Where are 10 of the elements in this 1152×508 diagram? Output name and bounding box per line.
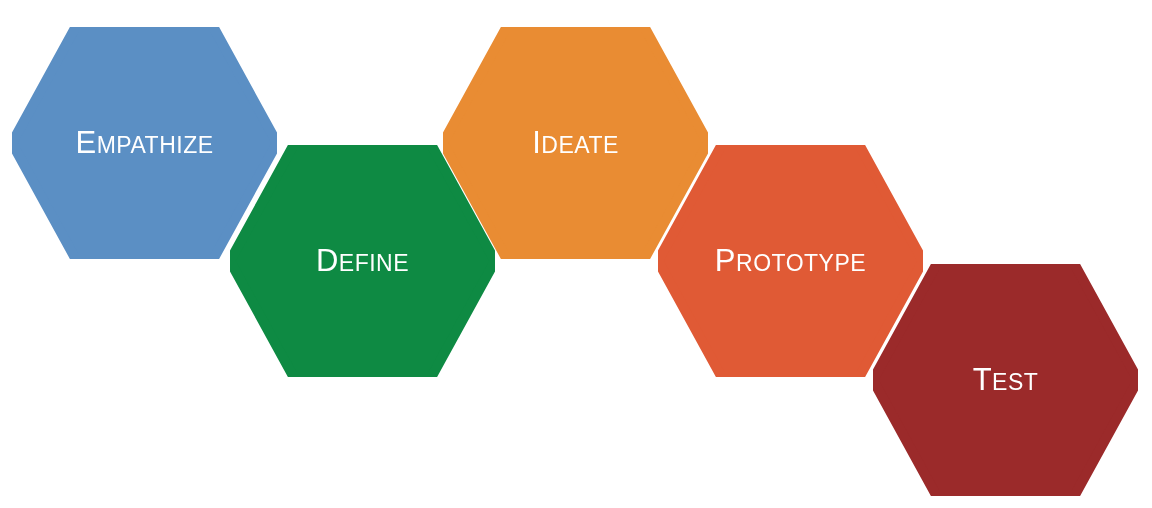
stage-hexagon: [658, 145, 923, 377]
stage-label: TEST: [972, 362, 1039, 398]
stage-label: IDEATE: [532, 125, 619, 161]
stage-hexagon: [230, 145, 495, 377]
stage-hexagon: [873, 264, 1138, 496]
stage-label: PROTOTYPE: [714, 243, 867, 279]
stage-hexagon: [443, 27, 708, 259]
stage-label: EMPATHIZE: [75, 125, 214, 161]
stage-hexagon: [12, 27, 277, 259]
stage-label: DEFINE: [315, 243, 410, 279]
